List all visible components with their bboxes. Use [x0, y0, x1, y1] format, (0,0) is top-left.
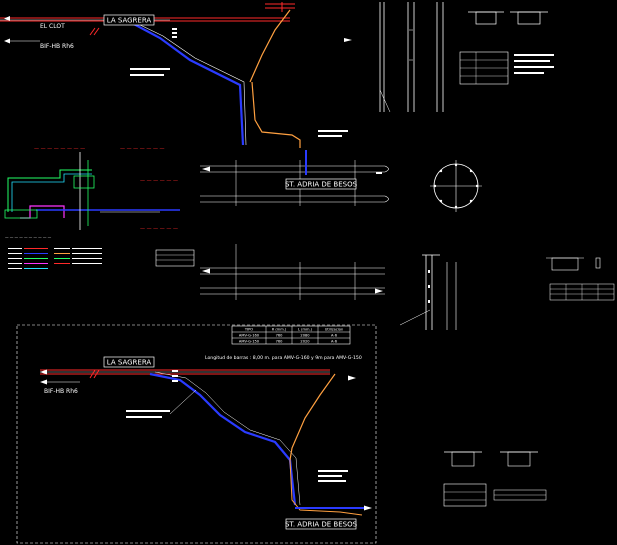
- table-cell: AMV-G-150: [239, 340, 260, 344]
- bottom-right-details: [443, 451, 547, 507]
- dimension-table: TIPO R (mm.) L (mm.) Utilizacion AMV-G-1…: [231, 325, 351, 345]
- table-header-r: R (mm.): [272, 328, 287, 332]
- label-la-sagrera-lower: LA SAGRERA: [107, 359, 152, 367]
- station-box-adria-lower: [285, 518, 357, 530]
- length-note: Longitud de barras : 8,00 m. para AMV-G-…: [205, 355, 362, 361]
- table-cell: 760: [276, 334, 284, 338]
- table-cell: AMV-G-160: [239, 334, 260, 338]
- lower-blue-track: [149, 372, 297, 506]
- table-header-util: Utilizacion: [325, 328, 344, 332]
- second-track-diagram: [200, 244, 385, 300]
- legend-block: [8, 248, 102, 269]
- label-st-adria-mid: ST. ADRIA DE BESOS: [285, 181, 358, 189]
- lower-detail-frame: [16, 324, 377, 544]
- table-cell: 760: [276, 340, 284, 344]
- top-orange-track: [249, 9, 291, 83]
- top-right-profile-details: [379, 2, 554, 113]
- svg-text:— — — — — — — — — —: — — — — — — — — — —: [5, 235, 52, 239]
- label-el-clot: EL CLOT: [40, 23, 65, 30]
- svg-text:— — — — — —: — — — — — —: [140, 178, 178, 184]
- top-track-diagram: EL CLOT BIF-HB Rh6 LA SAGRERA: [0, 2, 352, 148]
- lower-orange-track: [289, 373, 336, 461]
- lower-track-diagram: LA SAGRERA BIF-HB Rh6 ST. ADRIA DE BESOS: [40, 356, 372, 530]
- table-header-l: L (mm.): [298, 328, 313, 332]
- circle-section-detail: [430, 160, 482, 212]
- label-la-sagrera-top: LA SAGRERA: [107, 17, 152, 25]
- svg-text:— — — — — — — —: — — — — — — — —: [34, 146, 85, 152]
- table-cell: 2020: [300, 340, 310, 344]
- label-st-adria-lower: ST. ADRIA DE BESOS: [285, 521, 358, 529]
- left-interlocking-schematic: — — — — — — — — — — — — — — — — — — — — …: [4, 146, 195, 269]
- middle-track-diagram: ST. ADRIA DE BESOS: [200, 150, 389, 206]
- table-cell: A-6: [331, 340, 338, 344]
- table-cell: A-6: [331, 334, 338, 338]
- table-cell: 2080: [300, 334, 310, 338]
- svg-text:— — — — — —: — — — — — —: [140, 226, 178, 232]
- table-header-tipo: TIPO: [244, 328, 253, 332]
- station-box-sagrera-top: [103, 14, 155, 26]
- station-box-sagrera-lower: [103, 356, 155, 368]
- right-profile-detail: [399, 254, 615, 330]
- label-bif-top: BIF-HB Rh6: [40, 43, 74, 50]
- top-blue-track: [129, 21, 245, 146]
- station-box-adria-mid: [285, 178, 357, 190]
- svg-text:— — — — — — —: — — — — — — —: [120, 146, 165, 152]
- label-bif-lower: BIF-HB Rh6: [44, 388, 78, 395]
